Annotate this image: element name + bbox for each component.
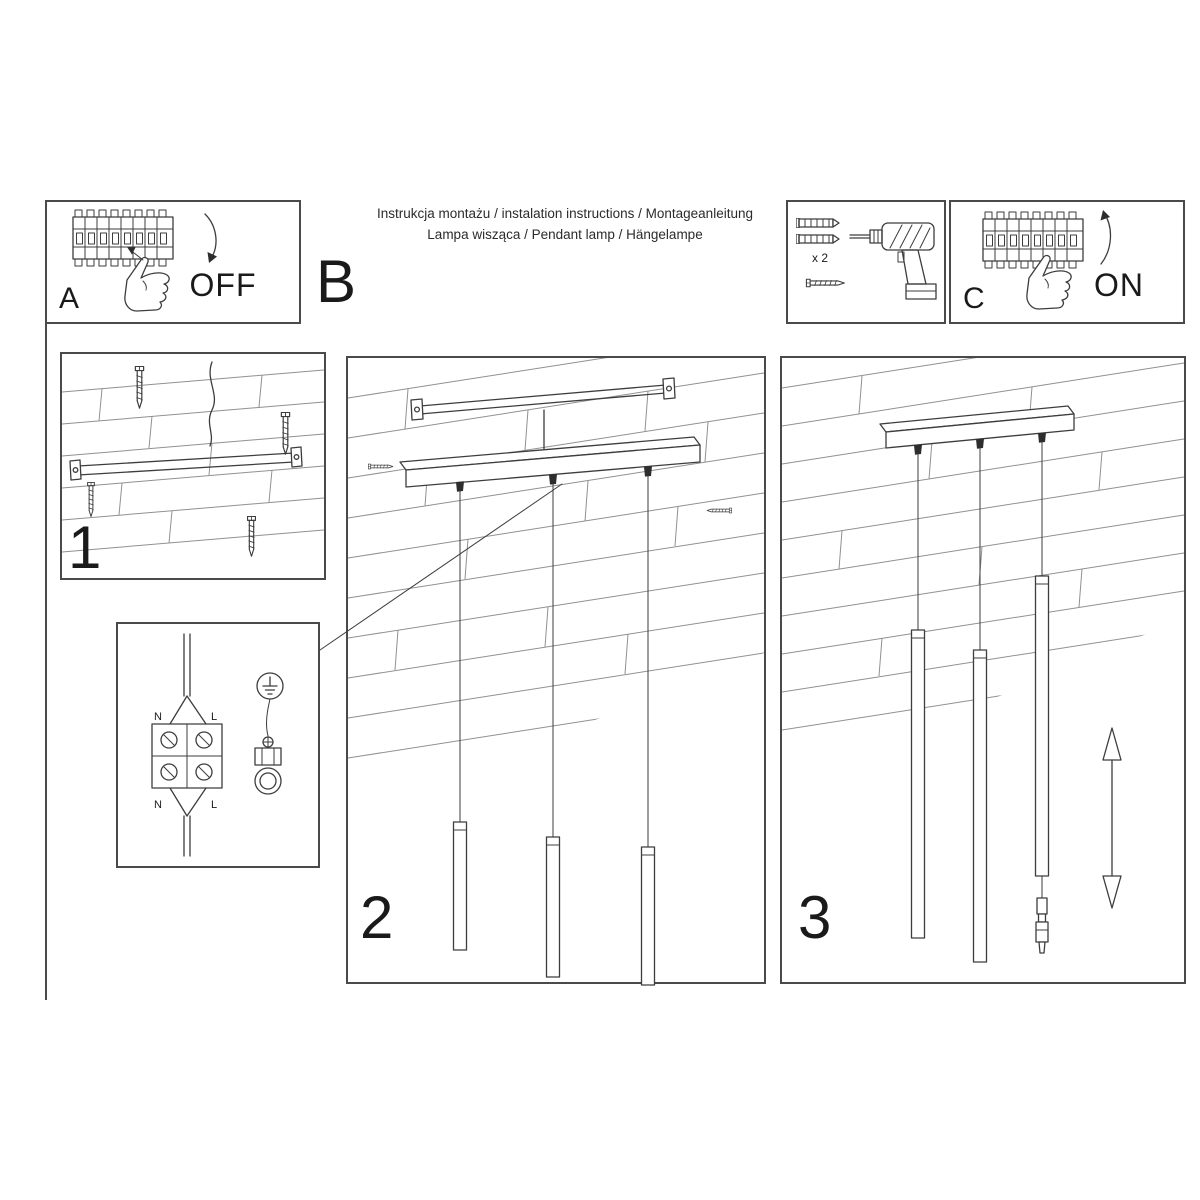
- plug-count-label: x 2: [812, 251, 828, 265]
- wall-plug-icon: [796, 218, 840, 228]
- cord-grommet: [1038, 432, 1046, 443]
- ceiling-planks: [348, 358, 764, 759]
- mounting-rail: [69, 446, 303, 481]
- earth-symbol-icon: [256, 672, 284, 700]
- screw-icon: [134, 366, 145, 409]
- lamp-cable: [169, 787, 207, 857]
- document-title: Instrukcja montażu / instalation instruc…: [330, 203, 800, 245]
- canopy-bar: [879, 405, 1075, 449]
- height-adjust-arrows: [1102, 727, 1122, 909]
- screw-icon: [280, 412, 291, 455]
- pendant-tube: [452, 821, 468, 951]
- circuit-breaker-icon: [982, 211, 1084, 269]
- step-3-number: 3: [798, 884, 832, 951]
- pendant-tube: [972, 649, 988, 963]
- drill-icon: [849, 222, 937, 300]
- left-margin-rule: [45, 322, 47, 1000]
- cable-clamp-icon: [254, 736, 282, 795]
- panel-c-label: C: [963, 282, 985, 315]
- panel-c-power-on: C ON: [949, 200, 1185, 324]
- step-2-number: 2: [360, 884, 394, 951]
- step-1-figure: 1: [60, 352, 326, 580]
- power-on-text: ON: [1094, 267, 1144, 303]
- ceiling-rail: [410, 377, 676, 421]
- pendant-tube: [545, 836, 561, 978]
- on-arrow-icon: [1100, 210, 1112, 265]
- step-2-figure: 2: [346, 356, 766, 986]
- wiring-detail-figure: N L N L: [116, 622, 320, 868]
- screw-icon: [805, 278, 846, 288]
- live-label-top: L: [211, 711, 217, 723]
- canopy-bar: [399, 436, 701, 488]
- neutral-label-top: N: [154, 711, 162, 723]
- cord-grommet: [456, 481, 464, 492]
- pendant-tube: [910, 629, 926, 939]
- screw-icon: [368, 463, 394, 470]
- ceiling-planks: [61, 369, 325, 553]
- title-line-1: Instrukcja montażu / instalation instruc…: [377, 206, 753, 221]
- terminal-block-icon: [151, 723, 223, 789]
- title-line-2: Lampa wisząca / Pendant lamp / Hängelamp…: [427, 227, 703, 242]
- cord-grommet: [549, 474, 557, 485]
- circuit-breaker-icon: [72, 209, 174, 267]
- wall-plug-icon: [796, 234, 840, 244]
- neutral-label-bottom: N: [154, 799, 162, 811]
- panel-a-power-off: A OFF: [45, 200, 301, 324]
- panel-b-label: B: [316, 248, 357, 315]
- off-arrow-icon: [204, 213, 217, 263]
- pendant-tube: [640, 846, 656, 986]
- mains-cable: [169, 633, 207, 725]
- step-3-figure: 3: [780, 356, 1186, 984]
- cord-grommet: [914, 444, 922, 455]
- live-label-bottom: L: [211, 799, 217, 811]
- screw-icon: [706, 507, 732, 514]
- cord-grommet: [976, 438, 984, 449]
- earth-wire: [266, 698, 271, 737]
- panel-a-label: A: [59, 282, 80, 315]
- cord-connector: [1035, 875, 1049, 954]
- step-1-number: 1: [68, 514, 102, 581]
- screw-icon: [87, 482, 95, 518]
- power-off-text: OFF: [189, 267, 257, 303]
- panel-tools: x 2: [786, 200, 946, 324]
- pendant-tube: [1034, 575, 1050, 877]
- power-cable: [208, 361, 216, 447]
- cord-grommet: [644, 466, 652, 477]
